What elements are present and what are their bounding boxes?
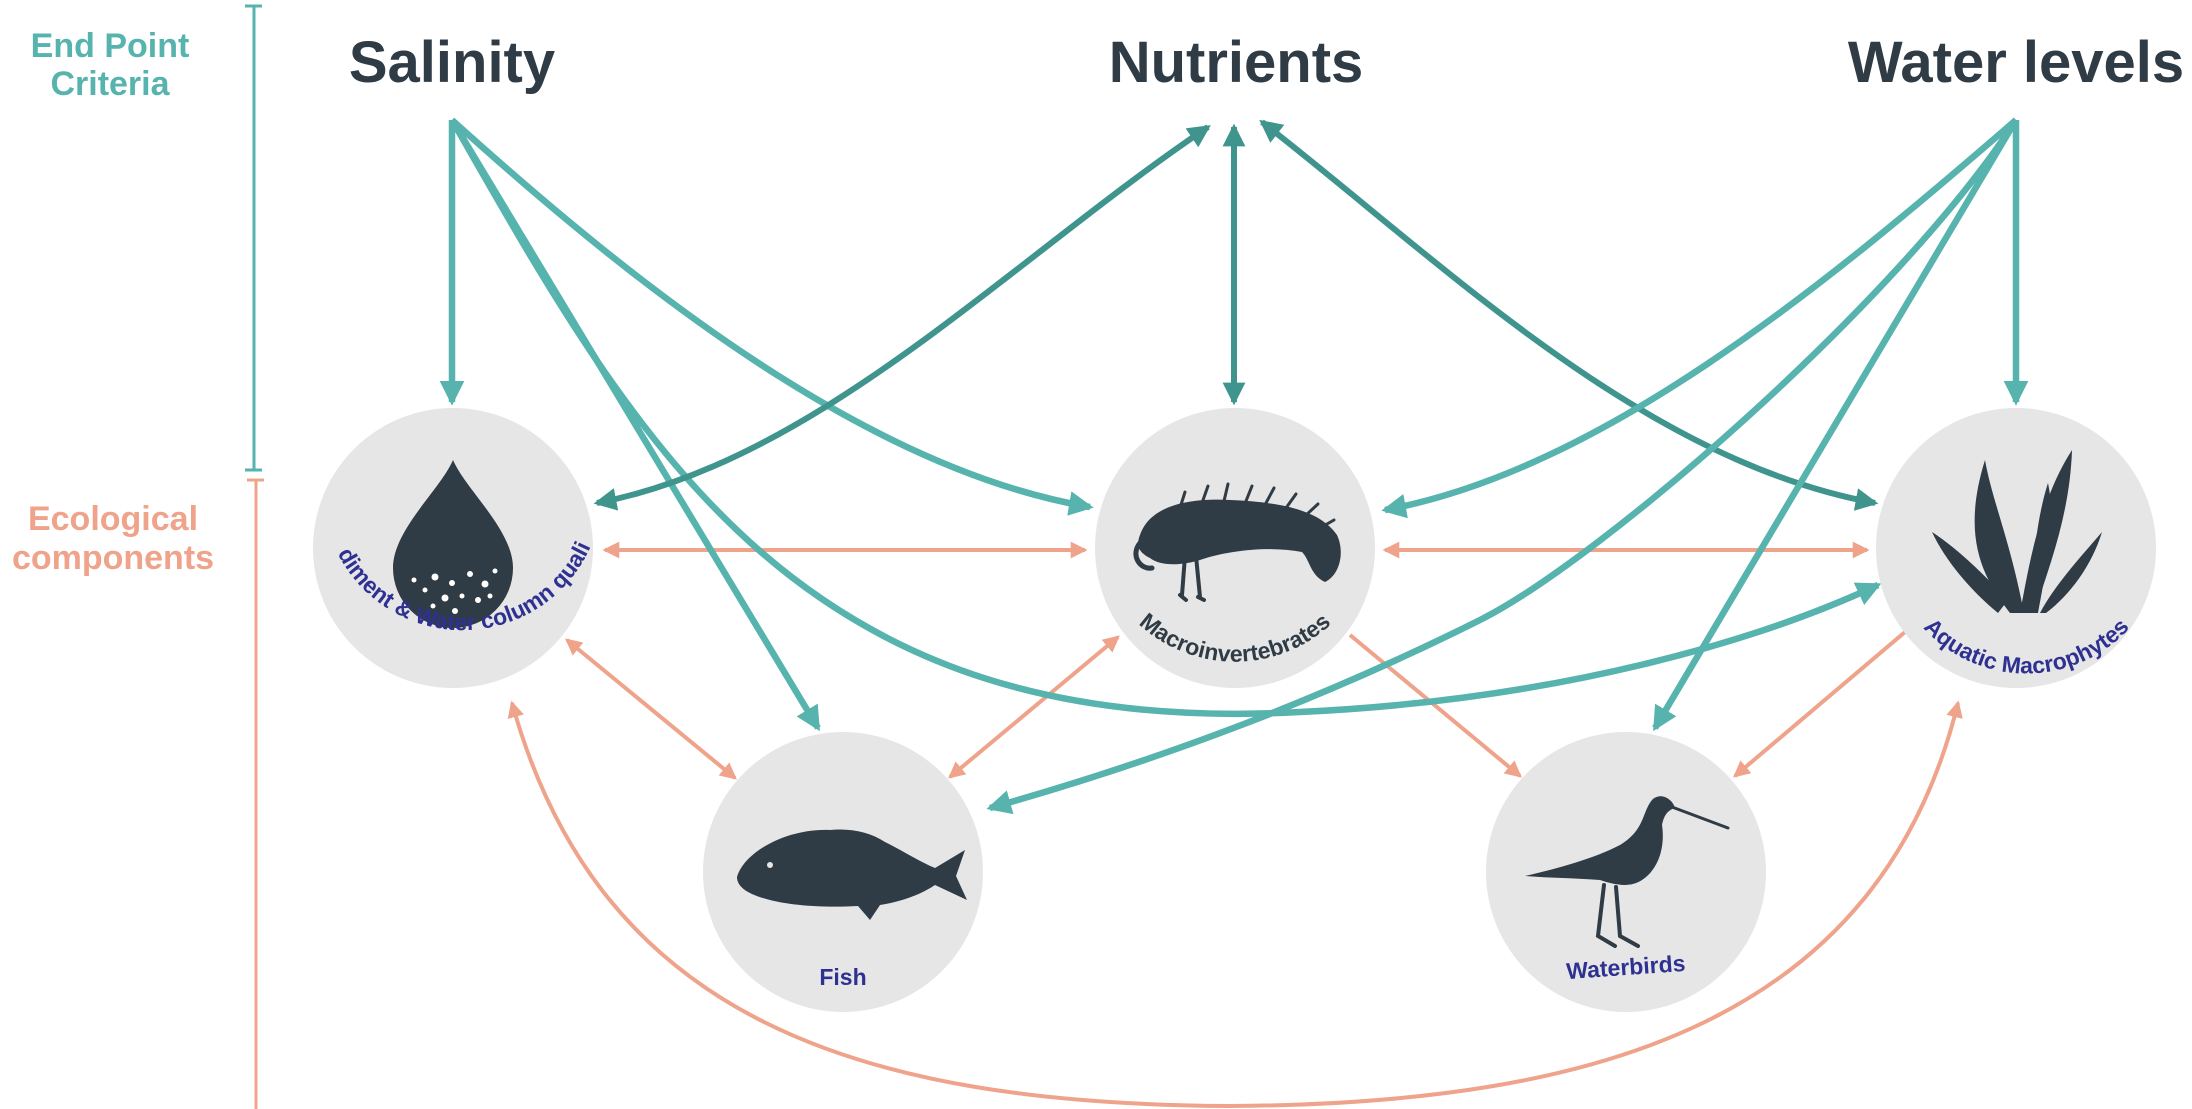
node-sediment: Sediment & Water column quality: [0, 0, 595, 688]
criteria-salinity: Salinity: [349, 30, 555, 95]
link-sediment-fish: [567, 640, 735, 778]
node-fish: Fish: [703, 732, 983, 1012]
node-fish-label: Fish: [819, 964, 866, 990]
node-macrophytes: Aquatic Macrophytes: [1876, 408, 2156, 688]
link-macroinvertebrates-fish: [950, 637, 1118, 777]
ecological-label-line2: components: [12, 539, 214, 577]
criteria-water-levels: Water levels: [1848, 30, 2184, 95]
ecological-bracket: [247, 480, 264, 1109]
end-point-label-line2: Criteria: [50, 65, 170, 103]
end-point-bracket: [245, 6, 262, 470]
node-waterbirds: Waterbirds: [1486, 732, 1766, 1012]
end-point-label-line1: End Point: [31, 27, 190, 65]
criteria-nutrients: Nutrients: [1109, 30, 1364, 95]
node-macroinvertebrates: Macroinvertebrates: [1095, 408, 1375, 688]
link-macrophytes-waterbirds: [1735, 632, 1905, 776]
ecological-label-line1: Ecological: [28, 500, 198, 538]
